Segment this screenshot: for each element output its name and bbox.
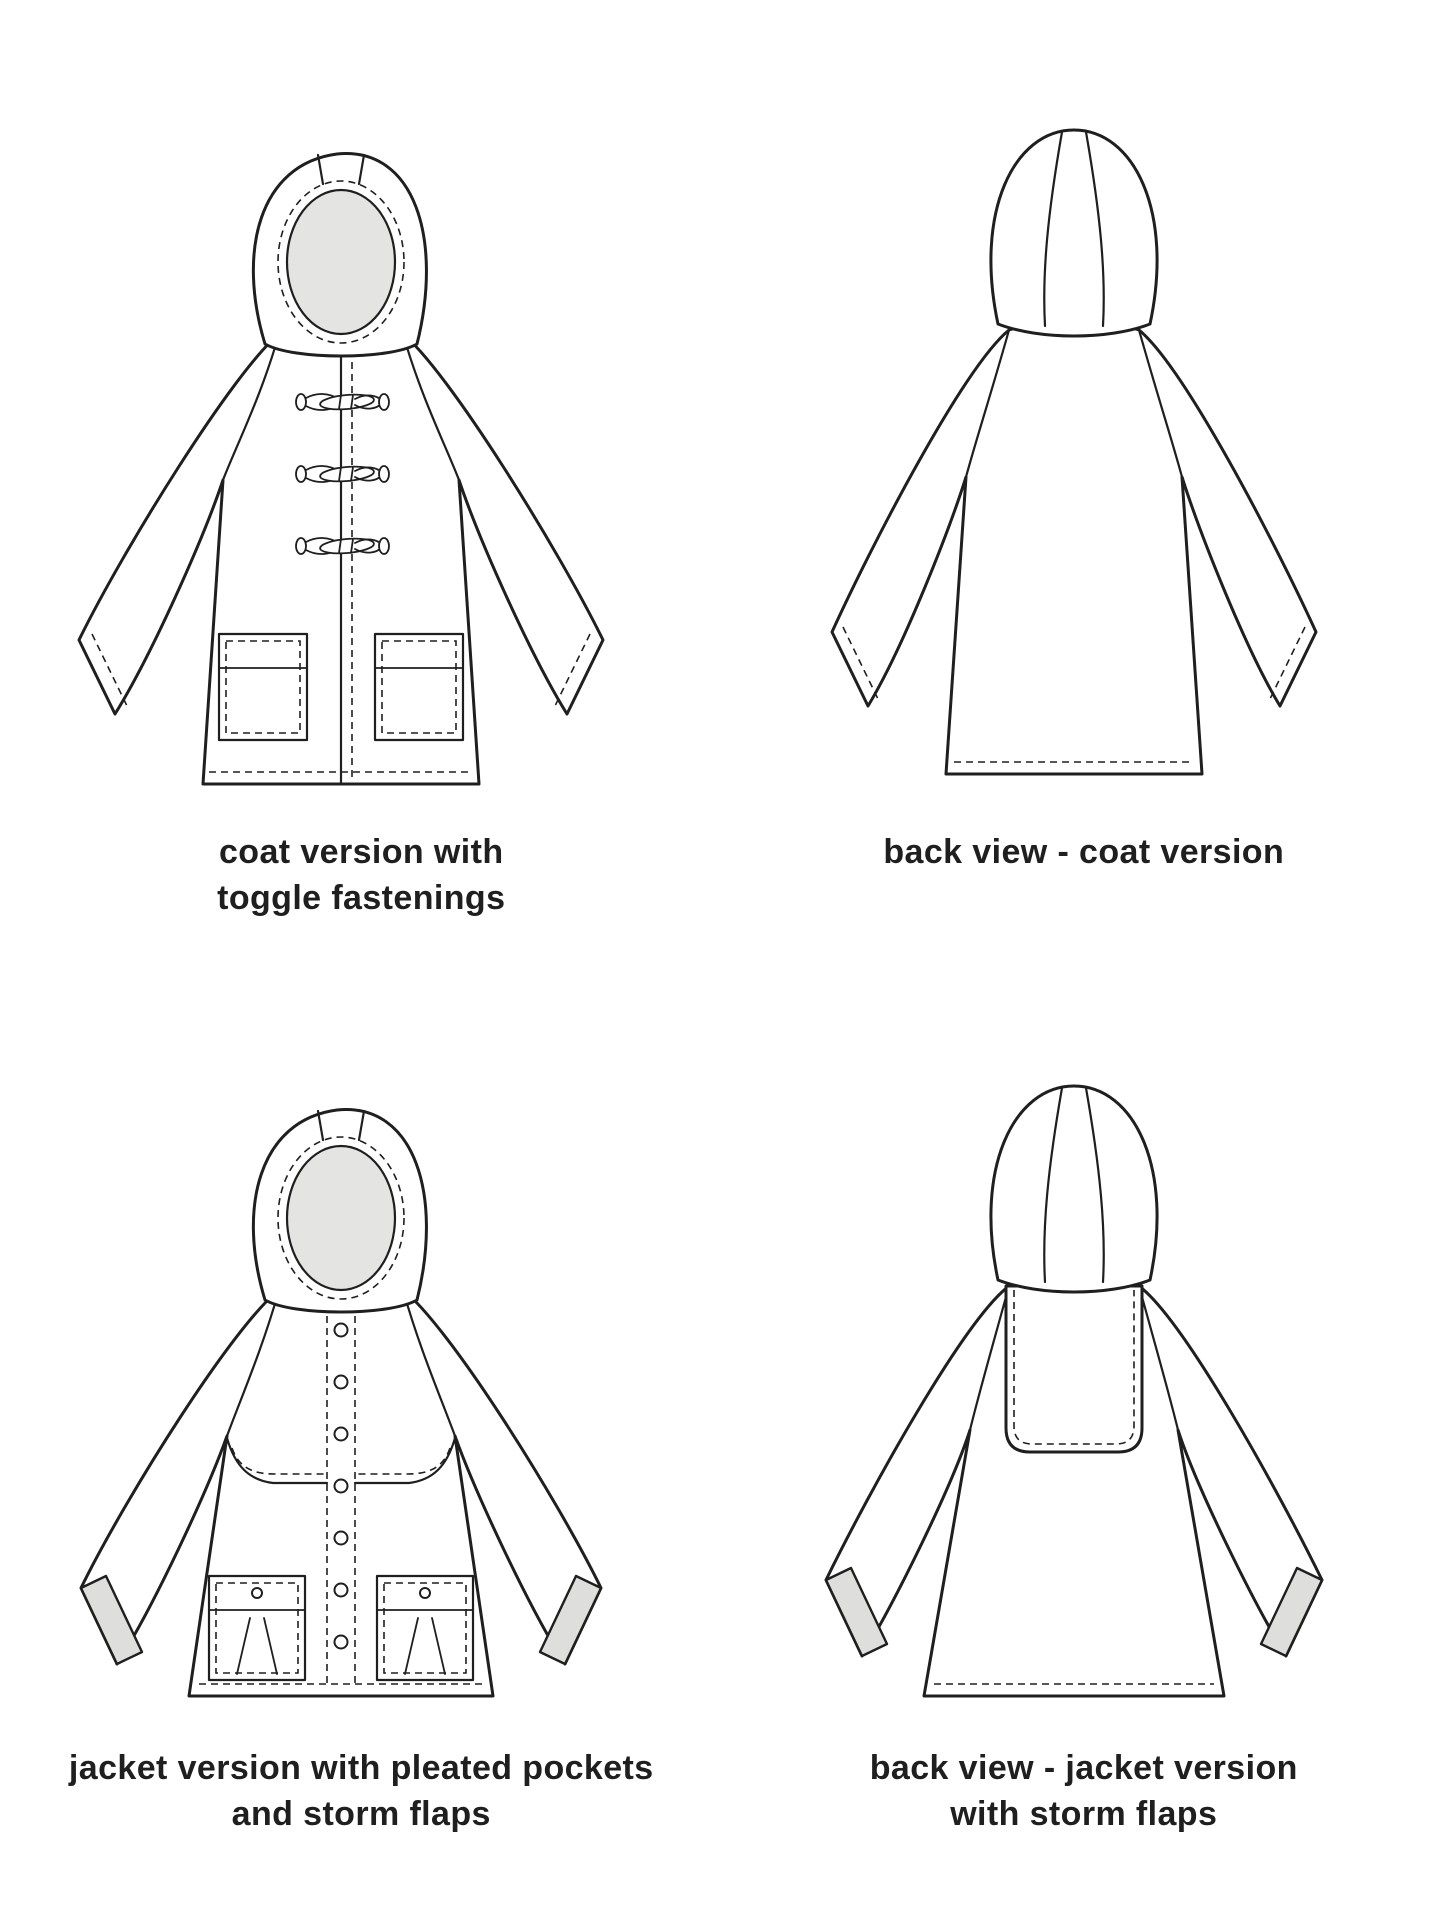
figure-coat-front: coat version with toggle fastenings — [0, 0, 723, 1000]
coat-back-illustration — [830, 128, 1318, 776]
coat-front-illustration — [77, 152, 605, 786]
jacket-back-illustration — [824, 1084, 1324, 1698]
caption-line: jacket version with pleated pockets — [68, 1749, 654, 1787]
caption-line: back view - jacket version — [869, 1749, 1298, 1787]
coat-front-hood — [252, 152, 429, 358]
caption-line: with storm flaps — [950, 1794, 1218, 1833]
coat-back-body — [830, 319, 1318, 776]
caption-line: and storm flaps — [231, 1794, 491, 1833]
jacket-back-body — [824, 1275, 1324, 1698]
jacket-front-storm-flaps — [226, 1436, 457, 1485]
figure-jacket-back: back view - jacket version with storm fl… — [723, 1000, 1445, 1925]
caption-jacket-front: jacket version with pleated pockets and … — [69, 1746, 654, 1837]
toggle-fastenings — [295, 393, 391, 555]
caption-line: back view - coat version — [883, 833, 1285, 871]
figure-coat-back: back view - coat version — [723, 0, 1445, 1000]
caption-line: toggle fastenings — [217, 878, 506, 917]
jacket-front-placket — [326, 1316, 357, 1688]
coat-back-hood — [989, 128, 1159, 338]
caption-jacket-back: back view - jacket version with storm fl… — [870, 1746, 1298, 1837]
coat-front-pockets — [218, 632, 465, 742]
figure-jacket-front: jacket version with pleated pockets and … — [0, 1000, 723, 1925]
coat-front-body — [77, 323, 605, 786]
jacket-front-illustration — [79, 1108, 603, 1698]
caption-coat-back: back view - coat version — [883, 830, 1284, 876]
jacket-back-hood — [989, 1084, 1159, 1294]
jacket-front-pockets — [208, 1574, 475, 1682]
jacket-front-hood — [252, 1108, 429, 1314]
caption-coat-front: coat version with toggle fastenings — [217, 830, 505, 921]
jacket-back-storm-flap — [1004, 1284, 1144, 1454]
caption-line: coat version with — [218, 833, 504, 871]
